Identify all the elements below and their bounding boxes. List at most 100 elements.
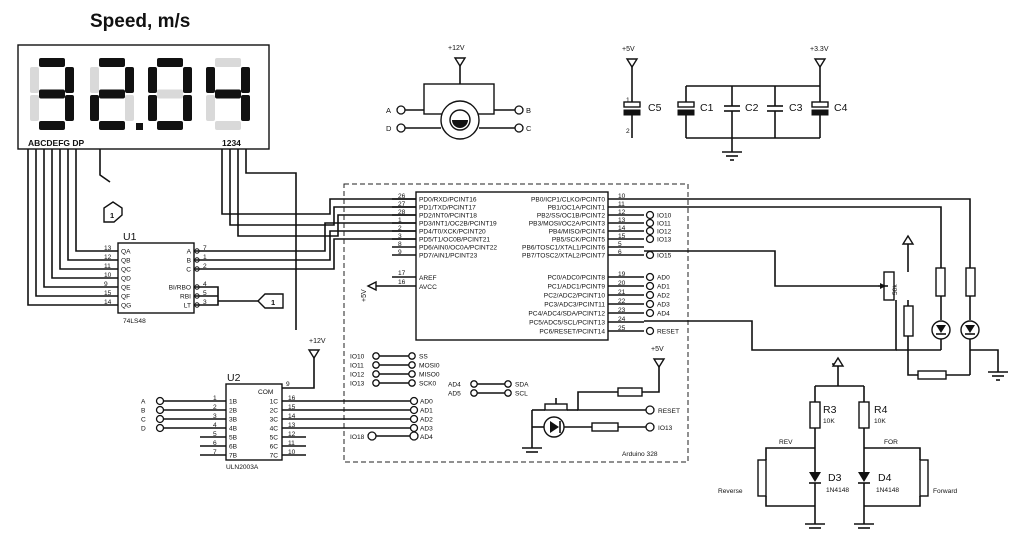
cap-c2: C2 (745, 102, 759, 114)
arduino-pc-terminal (645, 299, 655, 309)
u2-left-pin-label: 7B (229, 453, 238, 460)
spi-signal-label: MISO0 (419, 372, 440, 379)
motor-pin-d: D (386, 124, 392, 133)
decimal-point (136, 123, 143, 130)
u2-right-pin-label: 7C (270, 453, 279, 460)
spi-signal-label: MOSI0 (419, 363, 440, 370)
u1-left-pin-label: QA (121, 249, 131, 256)
u2-left-pin-label: 3B (229, 417, 238, 424)
u2-name: U2 (227, 372, 241, 384)
cap-pin-2: 2 (626, 128, 630, 135)
u2-input-label: B (141, 408, 146, 415)
arduino-io-label: IO11 (657, 221, 671, 228)
segment-f (30, 67, 39, 93)
segment-c (183, 95, 192, 121)
segment-b (183, 67, 192, 93)
capacitor-bank: +5V C5 1 2 +3.3V C1 C2 C3 (622, 46, 848, 161)
segment-a (215, 58, 241, 67)
arduino-328: Arduino 328 PD0/RXD/PCINT1626PD1/TXD/PCI… (343, 183, 689, 463)
segment-a (99, 58, 125, 67)
segment-c (65, 95, 74, 121)
segment-g (99, 89, 125, 99)
u2-left-pin-num: 3 (213, 413, 217, 420)
arduino-right-pin-num: 15 (618, 233, 626, 240)
reset-supply: +5V (651, 346, 664, 353)
arduino-pc-pin-label: PC4/ADC4/SDA/PCINT12 (528, 311, 605, 318)
arduino-left-pin-label: PD5/T1/OC0B/PCINT21 (419, 237, 490, 244)
i2c-terminal (470, 389, 478, 397)
spi-signal-label: SCK0 (419, 381, 437, 388)
spi-io-label: IO13 (350, 381, 365, 388)
u1-left-pin-label: QB (121, 258, 131, 265)
arduino-left-pin-num: 28 (398, 209, 406, 216)
u2-supply: +12V (309, 338, 326, 345)
arduino-io-label: IO12 (657, 229, 672, 236)
forward-label: Forward (933, 488, 958, 495)
u2-input-terminal (155, 405, 165, 415)
arduino-io-terminal (645, 226, 655, 236)
segment-c (241, 95, 250, 121)
u1-left-pin-num: 13 (104, 245, 112, 252)
spi-io-label: IO12 (350, 372, 365, 379)
u2-right-pin-num: 15 (288, 404, 296, 411)
arduino-io-terminal (645, 234, 655, 244)
u2-right-pin-label: 4C (270, 426, 279, 433)
rev-label: REV (779, 439, 793, 446)
u2-output-terminal (409, 423, 419, 433)
arduino-pc-pin-num: 23 (618, 307, 626, 314)
arduino-left-pin-label: PD4/T0/XCK/PCINT20 (419, 229, 486, 236)
u2-right-pin-label: 3C (270, 417, 279, 424)
cap-supply-left: +5V (622, 46, 635, 53)
u1-right-pin-num: 2 (203, 263, 207, 270)
arduino-pc-io-label: AD0 (657, 275, 670, 282)
motor-pin-a: A (386, 106, 391, 115)
u2-right-pin-label: 6C (270, 444, 279, 451)
arduino-right-pin-label: PB4/MISO/PCINT4 (549, 229, 606, 236)
spi-io-label: IO10 (350, 354, 365, 361)
arduino-pc-terminal (645, 308, 655, 318)
u1-left-pin-label: QE (121, 285, 131, 292)
segment-c (125, 95, 134, 121)
spi-terminal (408, 370, 416, 378)
u2-right-pin-num: 16 (288, 395, 296, 402)
arduino-pc-pin-label: PC5/ADC5/SCL/PCINT13 (529, 320, 605, 327)
u2-left-pin-num: 2 (213, 404, 217, 411)
direction-circuit: R3 R4 10K 10K REV FOR D3 D4 1N4148 1N414… (718, 356, 958, 529)
u2-left-pin-num: 4 (213, 422, 217, 429)
arduino-pc-terminal (645, 326, 655, 336)
u2-left-pin-num: 6 (213, 440, 217, 447)
i2c-terminal (470, 380, 478, 388)
i2c-terminal (504, 380, 512, 388)
arduino-right-pin-num: 12 (618, 209, 626, 216)
u2-right-pin-label: 5C (270, 435, 279, 442)
u1-right-pin-label: LT (184, 303, 191, 310)
u1-right-pin-label: A (187, 249, 192, 256)
arduino-pc-io-label: AD1 (657, 284, 670, 291)
arduino-right-pin-num: 13 (618, 217, 626, 224)
arduino-io-label: IO15 (657, 253, 672, 260)
arduino-pc-pin-label: PC3/ADC3/PCINT11 (544, 302, 605, 309)
spi-terminal (372, 352, 380, 360)
u2-left-pin-num: 1 (213, 395, 217, 402)
segment-a (157, 58, 183, 67)
u1-left-pin-num: 12 (104, 254, 112, 261)
arduino-io-label: IO13 (657, 237, 672, 244)
arduino-io-terminal (645, 250, 655, 260)
u1-right-pin-num: 1 (203, 254, 207, 261)
flag-marker-top: 1 (103, 201, 123, 223)
d3-part: 1N4148 (826, 487, 849, 494)
arduino-io-label: IO10 (657, 213, 672, 220)
u2-input-terminal (155, 396, 165, 406)
segment-d (215, 121, 241, 130)
u1-left-pin-num: 11 (104, 263, 111, 270)
digit-2 (90, 58, 143, 130)
arduino-right-pin-num: 5 (618, 241, 622, 248)
arduino-left-pin-num: 27 (398, 201, 406, 208)
arduino-left-pin-num: 1 (398, 217, 402, 224)
spi-signal-label: SS (419, 354, 428, 361)
u1-right-pin-label: C (186, 267, 191, 274)
led-io-label: IO13 (658, 425, 673, 432)
cap-c4: C4 (834, 102, 848, 114)
spi-terminal (408, 379, 416, 387)
u2-right-pin-num: 12 (288, 431, 296, 438)
